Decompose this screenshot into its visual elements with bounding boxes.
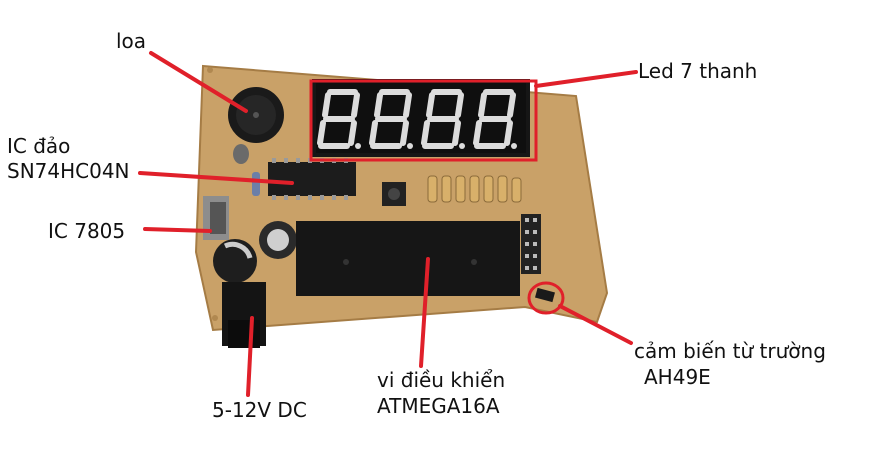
capacitor: [259, 221, 297, 259]
leader-line-inverter: [138, 171, 294, 185]
regulator-7805: [203, 196, 229, 240]
sensor-part-label: AH49E: [644, 365, 711, 389]
capacitor: [213, 239, 257, 283]
speaker-label: loa: [116, 29, 147, 53]
mount-hole: [212, 315, 218, 321]
power-jack-label: 5-12V DC: [212, 398, 307, 422]
regulator-label: IC 7805: [48, 219, 126, 243]
hall-sensor: [535, 287, 555, 303]
inverter-ic-label: IC đảo: [7, 134, 71, 158]
leader-line-mcu: [419, 257, 430, 368]
leader-line-sensor: [558, 304, 633, 345]
mount-hole: [207, 67, 213, 73]
header-pins: [525, 218, 537, 270]
seven-segment-display: [312, 79, 530, 157]
leader-line-dc: [246, 316, 254, 397]
mcu-part-label: ATMEGA16A: [377, 394, 500, 418]
inverter-ic: [268, 158, 356, 200]
push-button: [382, 182, 406, 206]
pin-header: [521, 214, 541, 274]
sensor-label: cảm biến từ trường: [634, 339, 826, 363]
dc-jack: [222, 282, 266, 348]
sensor-highlight-circle: [527, 281, 565, 315]
leader-line-display: [534, 70, 638, 88]
leader-line-regulator: [143, 227, 212, 233]
transistor: [233, 144, 249, 164]
microcontroller-atmega16a: [296, 221, 520, 296]
speaker: [228, 87, 284, 143]
display-label: Led 7 thanh: [638, 59, 758, 83]
inverter-ic-part-label: SN74HC04N: [7, 159, 130, 183]
resistor-array: [427, 175, 522, 203]
mcu-label: vi điều khiển: [377, 368, 506, 392]
resistor: [252, 172, 260, 196]
leader-line-speaker: [149, 51, 248, 113]
display-highlight-box: [309, 79, 538, 162]
